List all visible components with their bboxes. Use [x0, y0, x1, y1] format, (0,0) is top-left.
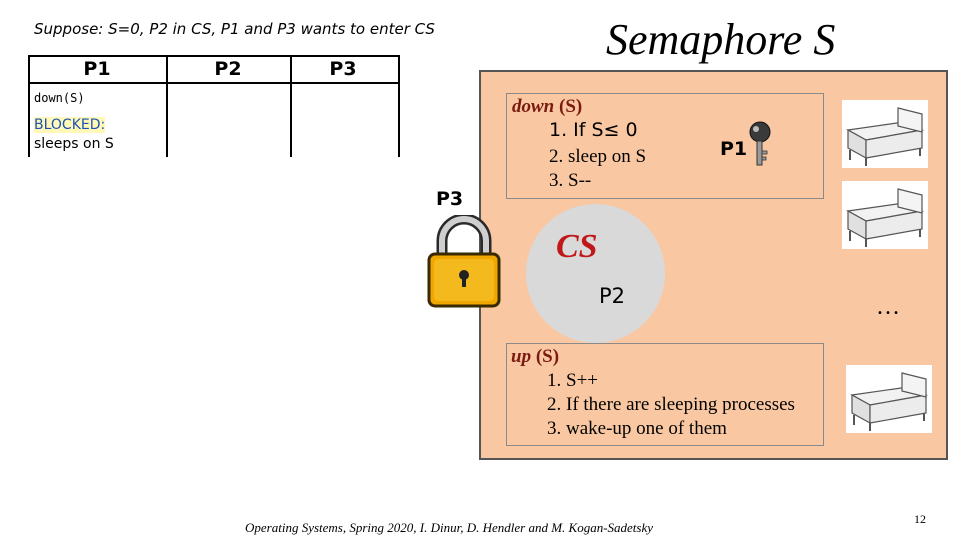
up-keyword: up [511, 346, 532, 367]
down-step-3: 3. S-- [549, 170, 592, 191]
table-header-border [28, 82, 400, 84]
cs-occupant-label: P2 [599, 284, 626, 308]
down-arg: (S) [559, 96, 583, 117]
sleeps-label: sleeps on S [34, 136, 114, 152]
down-title: down (S) [512, 96, 582, 118]
key-icon [749, 121, 771, 166]
down-operation-box [506, 93, 824, 199]
p1-operation: down(S) [34, 91, 85, 105]
p1-status: BLOCKED: sleeps on S [34, 116, 114, 154]
slide-title: Semaphore S [606, 15, 836, 64]
table-divider [28, 55, 30, 157]
column-header-p1: P1 [83, 58, 111, 80]
bed-icon [842, 100, 928, 168]
table-top-border [28, 55, 400, 57]
blocked-label: BLOCKED: [34, 117, 106, 133]
waiting-process-label: P3 [436, 188, 464, 210]
up-step-2: 2. If there are sleeping processes [547, 394, 795, 415]
up-title: up (S) [511, 346, 559, 368]
up-step-3: 3. wake-up one of them [547, 418, 727, 439]
up-operation-box [506, 343, 824, 446]
footer-credit: Operating Systems, Spring 2020, I. Dinur… [245, 520, 654, 535]
table-divider [290, 55, 292, 157]
bed-icon [846, 365, 932, 433]
up-arg: (S) [535, 346, 560, 367]
more-beds-ellipsis: … [876, 294, 900, 320]
column-header-p3: P3 [329, 58, 357, 80]
column-header-p2: P2 [214, 58, 242, 80]
table-divider [166, 55, 168, 157]
table-divider [398, 55, 400, 157]
scenario-caption: Suppose: S=0, P2 in CS, P1 and P3 wants … [34, 20, 435, 38]
padlock-icon [427, 215, 501, 308]
process-table: P1 P2 P3 down(S) BLOCKED: sleeps on S [28, 55, 400, 157]
key-holder-label: P1 [720, 138, 748, 160]
critical-section-label: CS [556, 228, 598, 265]
page-number: 12 [914, 512, 926, 526]
critical-section-circle [526, 204, 665, 343]
down-step-1: 1. If S≤ 0 [549, 119, 638, 141]
down-step-2: 2. sleep on S [549, 146, 647, 167]
down-keyword: down [512, 96, 555, 117]
bed-icon [842, 181, 928, 249]
up-step-1: 1. S++ [547, 370, 598, 391]
